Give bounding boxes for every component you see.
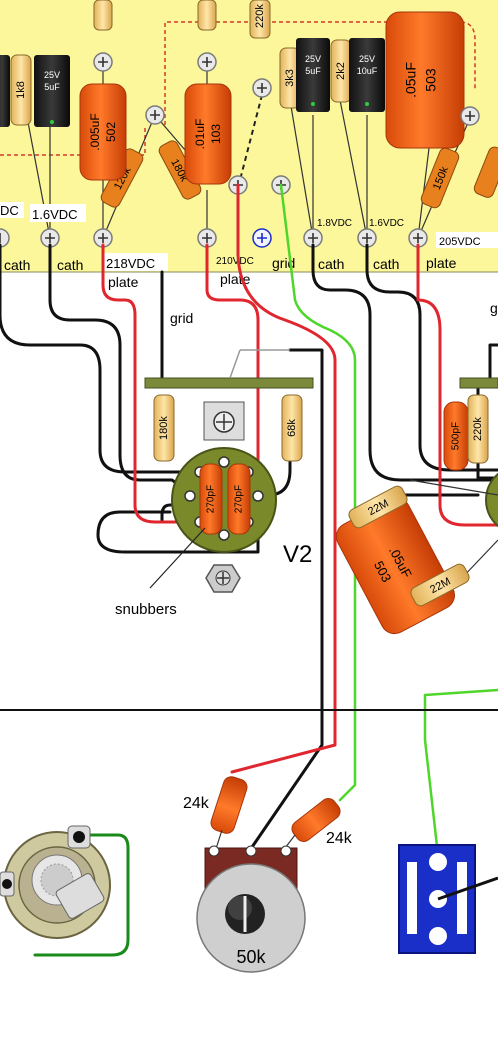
voltage-5: 1.6VDC — [369, 218, 404, 229]
lead-right-1 — [409, 479, 498, 496]
blue-jack-slot-right — [457, 862, 467, 934]
resistor-24k-left — [210, 776, 248, 834]
tube-socket-v2: 270pF 270pF — [171, 447, 277, 553]
resistor-22m-top: 22M — [348, 485, 408, 529]
jack-tab — [55, 873, 105, 919]
cap-05uF-board: .05uF 503 — [385, 11, 465, 149]
dashed-link — [239, 94, 263, 181]
cap-01uF-code: 103 — [209, 124, 223, 144]
resistor-right-edge — [473, 146, 498, 198]
resistor-24k-right-label: 24k — [326, 830, 353, 847]
voltage-3: 210VDC — [216, 256, 254, 267]
green-wire-dark — [33, 833, 130, 957]
input-jack[interactable] — [0, 825, 111, 939]
el-cap-3-value: 5uF — [305, 66, 321, 76]
pin-label-cath-1: cath — [4, 257, 30, 273]
strip-nut-top — [203, 401, 245, 441]
resistor-24k-right — [291, 798, 341, 842]
pot-shaft-highlight — [228, 896, 252, 920]
pot-lug-center — [245, 845, 257, 857]
resistor-top-2 — [197, 0, 217, 31]
resistor-2k2-label: 2k2 — [335, 62, 347, 80]
electrolytic-cap-3: 25V 5uF — [296, 38, 330, 112]
volume-pot[interactable]: 50k — [196, 845, 306, 973]
socket-right-partial — [485, 472, 498, 528]
resistor-220k-right-label: 220k — [472, 417, 484, 441]
resistor-3k3-label: 3k3 — [284, 69, 296, 87]
voltage-6: 205VDC — [439, 236, 481, 248]
resistor-3k3: 3k3 — [279, 47, 301, 109]
el-cap-3-voltage: 25V — [305, 54, 321, 64]
resistor-180k: 180k — [153, 394, 175, 462]
resistor-22m-bottom: 22M — [410, 563, 470, 607]
pin-label-cath-3: cath — [318, 256, 344, 272]
pin-label-plate-2: plate — [220, 271, 251, 287]
cap-05uF-board-value: .05uF — [403, 62, 419, 98]
output-jack[interactable] — [398, 844, 498, 954]
electrolytic-cap-2: 25V 5uF — [34, 55, 70, 127]
snubbers-label: snubbers — [115, 601, 177, 618]
pot-lug-left — [208, 845, 220, 857]
cap-01uF-value: .01uF — [193, 119, 207, 150]
el-cap-4-value: 10uF — [357, 66, 378, 76]
resistor-24k-left-label: 24k — [183, 795, 210, 812]
pot-lug-right — [280, 845, 292, 857]
resistor-220k-label: 220k — [254, 4, 266, 28]
jack-lug-left-hole — [2, 879, 12, 889]
voltage-2: 218VDC — [106, 256, 155, 271]
pot-value-label: 50k — [236, 947, 266, 967]
resistor-68k: 68k — [281, 394, 303, 462]
resistor-150k: 150k — [420, 147, 460, 209]
cap-005uF-code: 502 — [104, 122, 118, 142]
snubber-cap-right-label: 270pF — [234, 485, 245, 513]
voltage-0: DC — [0, 203, 19, 218]
cap-005uF: .005uF 502 — [79, 83, 127, 181]
resistor-1k8: 1k8 — [10, 54, 32, 126]
pin-label-plate-1: plate — [108, 274, 139, 290]
blue-jack-wire — [437, 876, 498, 901]
resistor-220k: 220k — [249, 0, 271, 39]
red-wires — [101, 183, 498, 774]
resistor-180k-label: 180k — [158, 416, 170, 440]
ground-bus-dashed — [0, 21, 476, 156]
resistor-68k-label: 68k — [286, 419, 298, 437]
pin-label-plate-3: plate — [426, 255, 457, 271]
electrolytic-cap-4: 25V 10uF — [349, 38, 385, 112]
electrolytic-cap-1 — [0, 55, 10, 127]
snubbers-pointer — [149, 527, 206, 589]
el-cap-2-voltage: 25V — [44, 70, 60, 80]
pin-label-cath-2: cath — [57, 257, 83, 273]
resistor-220k-right: 220k — [467, 394, 489, 464]
snubber-cap-left-label: 270pF — [206, 485, 217, 513]
cap-500pF-label: 500pF — [451, 422, 462, 450]
pin-label-g: g — [490, 300, 498, 316]
cap-500pF: 500pF — [443, 401, 469, 471]
blue-jack-slot-left — [407, 862, 417, 934]
el-cap-4-voltage: 25V — [359, 54, 375, 64]
resistor-2k2: 2k2 — [330, 39, 352, 103]
socket-nut-bottom — [205, 564, 241, 593]
resistor-1k8-label: 1k8 — [15, 81, 27, 99]
cap-01uF: .01uF 103 — [184, 83, 232, 185]
tag-strip-left — [144, 349, 314, 389]
board-voltage-labels: DC 1.6VDC 218VDC 210VDC 1.8VDC 1.6VDC 20… — [0, 202, 498, 271]
voltage-1: 1.6VDC — [32, 207, 78, 222]
pin-label-cath-4: cath — [373, 256, 399, 272]
voltage-4: 1.8VDC — [317, 218, 352, 229]
blue-jack-hole-1 — [429, 853, 447, 871]
tag-strip-right — [459, 377, 498, 389]
el-cap-2-value: 5uF — [44, 82, 60, 92]
cap-005uF-value: .005uF — [88, 113, 102, 150]
cap-05uF-board-code: 503 — [423, 68, 439, 92]
blue-jack-hole-3 — [429, 927, 447, 945]
resistor-top-1 — [93, 0, 113, 31]
pin-label-grid-2: grid — [170, 310, 193, 326]
v2-label: V2 — [283, 541, 312, 568]
jack-lug-top-hole — [73, 831, 85, 843]
